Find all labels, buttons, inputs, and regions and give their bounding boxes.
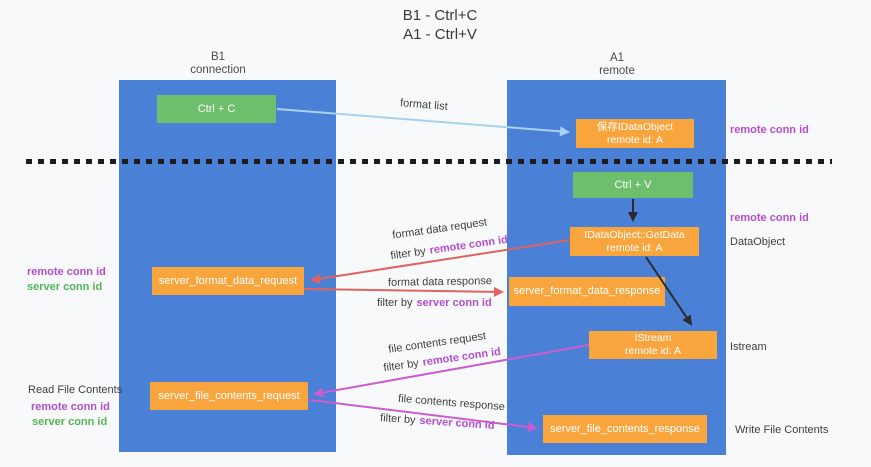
ctrl-c-label: Ctrl + C <box>197 102 236 115</box>
diagram-title: B1 - Ctrl+C A1 - Ctrl+V <box>340 6 540 44</box>
title-line-1: B1 - Ctrl+C <box>402 7 478 24</box>
title-line-2: A1 - Ctrl+V <box>403 26 477 43</box>
format-list-label: format list <box>399 97 449 113</box>
lane-b1-name: B1 <box>210 51 226 63</box>
write-file-contents-label: Write File Contents <box>735 424 829 436</box>
lane-b1-role: connection <box>190 64 246 76</box>
filter-by-text: filter by <box>389 245 427 263</box>
ctrl-c-box: Ctrl + C <box>157 95 276 123</box>
lane-a1-name: A1 <box>609 52 625 64</box>
server-format-data-request-box: server_format_data_request <box>152 267 304 295</box>
left-remote-conn-id-label: remote conn id <box>27 266 106 278</box>
dashed-separator <box>26 159 832 164</box>
server-file-contents-response-label: server_file_contents_response <box>550 422 700 435</box>
filter-by-text: filter by <box>379 412 416 427</box>
istream-line2: remote id: A <box>624 345 682 357</box>
getdata-line2: remote id: A <box>606 241 663 254</box>
server-format-data-response-box: server_format_data_response <box>509 277 665 306</box>
left-bottom-server-conn-id-label: server conn id <box>32 416 108 428</box>
getdata-line1: IDataObject::GetData <box>584 228 685 241</box>
right-mid-remote-conn-id-label: remote conn id <box>730 212 809 224</box>
save-idataobject-line2: remote id: A <box>606 133 664 146</box>
remote-conn-id-text: remote conn id <box>428 233 509 257</box>
ctrl-v-label: Ctrl + V <box>614 178 652 191</box>
left-bottom-remote-conn-id-label: remote conn id <box>31 401 110 413</box>
lane-a1-role: remote <box>599 65 635 77</box>
read-file-contents-label: Read File Contents <box>28 384 123 396</box>
left-server-conn-id-label: server conn id <box>27 281 103 293</box>
server-format-data-request-label: server_format_data_request <box>158 274 298 287</box>
format-data-response-label: format data response <box>387 275 493 289</box>
ctrl-v-box: Ctrl + V <box>573 172 693 198</box>
file-contents-response-label: file contents response <box>397 392 506 414</box>
lane-header-a1: A1 remote <box>547 52 687 78</box>
lane-header-b1: B1 connection <box>148 51 288 77</box>
istream-line1: IStream <box>634 332 672 344</box>
server-format-data-response-label: server_format_data_response <box>513 285 661 297</box>
save-idataobject-box: 保存IDataObject remote id: A <box>576 119 694 148</box>
dataobject-label: DataObject <box>730 236 786 248</box>
filter-by-text: filter by <box>382 357 420 375</box>
idataobject-getdata-box: IDataObject::GetData remote id: A <box>570 227 699 256</box>
right-top-remote-conn-id-label: remote conn id <box>730 124 809 136</box>
save-idataobject-line1: 保存IDataObject <box>596 120 674 133</box>
server-file-contents-request-box: server_file_contents_request <box>150 382 308 410</box>
server-file-contents-response-box: server_file_contents_response <box>543 415 707 443</box>
server-file-contents-request-label: server_file_contents_request <box>158 389 300 402</box>
server-conn-id-text: server conn id <box>419 414 495 432</box>
istream-box: IStream remote id: A <box>589 331 717 359</box>
server-conn-id-text: server conn id <box>416 297 492 309</box>
istream-side-label: Istream <box>730 341 767 353</box>
filter-by-text: filter by <box>377 297 413 309</box>
